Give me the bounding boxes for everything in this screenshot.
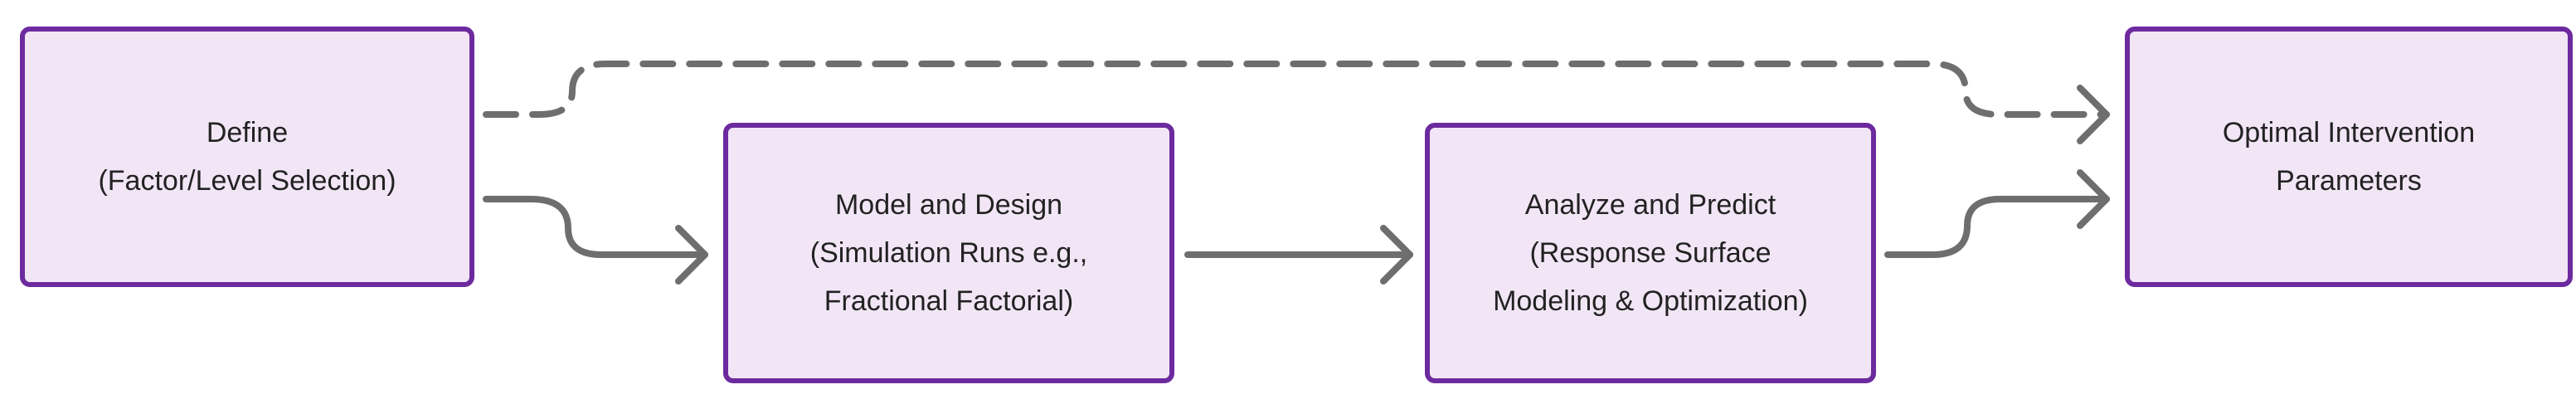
edge-analyze-to-optimal <box>1884 196 2110 258</box>
node-analyze-line-2: (Response Surface <box>1529 237 1772 269</box>
node-model-and-design: Model and Design (Simulation Runs e.g., … <box>723 123 1174 383</box>
arrowhead-model-to-analyze <box>1380 225 1413 285</box>
edge-define-to-model <box>483 196 708 258</box>
node-define-line-2: (Factor/Level Selection) <box>98 165 396 197</box>
node-model-line-2: (Simulation Runs e.g., <box>809 237 1088 269</box>
node-analyze-line-1: Analyze and Predict <box>1524 189 1776 221</box>
arrowhead-analyze-to-optimal <box>2077 169 2110 229</box>
node-define: Define (Factor/Level Selection) <box>20 27 474 287</box>
edge-define-to-optimal-dashed <box>483 61 2110 118</box>
node-define-line-1: Define <box>206 117 289 148</box>
arrowhead-define-to-model <box>675 225 708 285</box>
node-model-line-1: Model and Design <box>834 189 1063 221</box>
node-optimal-intervention-parameters: Optimal Intervention Parameters <box>2125 27 2573 287</box>
node-model-line-3: Fractional Factorial) <box>824 285 1074 317</box>
node-optimal-line-1: Optimal Intervention <box>2222 117 2476 148</box>
node-optimal-line-2: Parameters <box>2276 165 2422 197</box>
node-analyze-line-3: Modeling & Optimization) <box>1493 285 1808 317</box>
arrowhead-define-to-optimal <box>2077 85 2110 144</box>
node-analyze-and-predict: Analyze and Predict (Response Surface Mo… <box>1425 123 1876 383</box>
